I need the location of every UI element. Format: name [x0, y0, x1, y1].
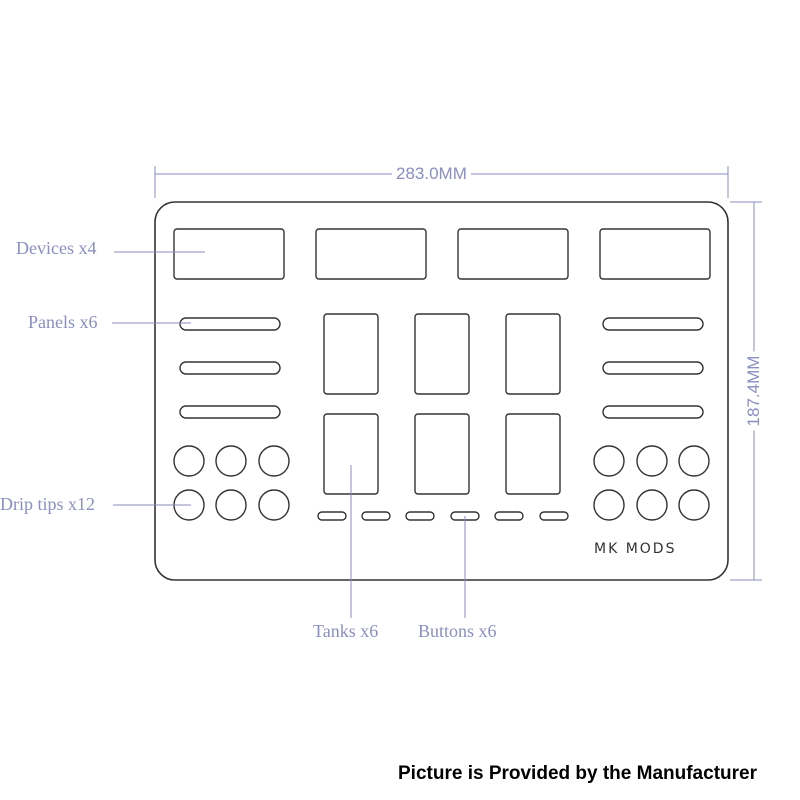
drip-tip-hole: [636, 489, 668, 521]
dimension-lines: [154, 166, 762, 581]
button-slot: [405, 511, 435, 521]
button-slots: [317, 511, 569, 521]
device-slot: [315, 228, 427, 280]
drip-tip-hole: [173, 445, 205, 477]
device-slot: [173, 228, 285, 280]
height-dimension-label: 187.4MM: [744, 351, 764, 431]
device-slot: [599, 228, 711, 280]
device-slots: [173, 228, 711, 280]
button-slot: [539, 511, 569, 521]
panel-slots: [179, 317, 704, 419]
tank-slot: [414, 413, 470, 495]
drip-tips-label: Drip tips x12: [0, 494, 96, 514]
buttons-label: Buttons x6: [418, 621, 497, 641]
panel-slot: [179, 361, 281, 375]
tray-outline: [154, 201, 729, 581]
tank-slots: [323, 313, 561, 495]
drip-tip-hole: [215, 489, 247, 521]
panel-slot: [602, 317, 704, 331]
device-slot: [457, 228, 569, 280]
panel-slot: [179, 405, 281, 419]
panel-slot: [602, 405, 704, 419]
button-slot: [361, 511, 391, 521]
leader-lines: [112, 251, 466, 618]
panels-label: Panels x6: [28, 312, 98, 332]
devices-label: Devices x4: [16, 238, 97, 258]
drip-tip-hole: [258, 445, 290, 477]
brand-logo: MK MODS: [594, 541, 677, 557]
tank-slot: [505, 413, 561, 495]
tanks-label: Tanks x6: [313, 621, 379, 641]
tank-slot: [323, 313, 379, 395]
panel-slot: [179, 317, 281, 331]
tank-slot: [505, 313, 561, 395]
drip-tip-hole: [593, 489, 625, 521]
drip-tip-hole: [258, 489, 290, 521]
tank-slot: [414, 313, 470, 395]
drip-tip-hole: [678, 445, 710, 477]
drip-tip-holes: [173, 445, 710, 521]
width-dimension-label: 283.0MM: [392, 164, 471, 184]
drip-tip-hole: [678, 489, 710, 521]
drip-tip-hole: [636, 445, 668, 477]
drip-tip-hole: [593, 445, 625, 477]
button-slot: [317, 511, 347, 521]
credit-text: Picture is Provided by the Manufacturer: [398, 763, 757, 784]
panel-slot: [602, 361, 704, 375]
drip-tip-hole: [215, 445, 247, 477]
button-slot: [494, 511, 524, 521]
